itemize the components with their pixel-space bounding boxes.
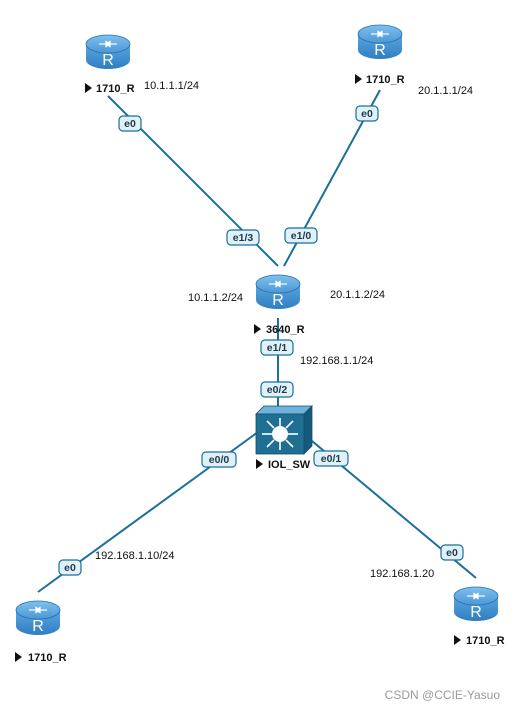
router-icon: R bbox=[85, 34, 131, 69]
router-bottom-right[interactable]: R bbox=[453, 586, 499, 621]
iface-switch-e0-2[interactable]: e0/2 bbox=[260, 381, 294, 398]
node-label-bottom-right[interactable]: 1710_R bbox=[454, 635, 505, 647]
router-icon: R bbox=[453, 586, 499, 621]
router-glyph: R bbox=[32, 618, 44, 635]
router-glyph: R bbox=[272, 292, 284, 309]
ip-top-left: 10.1.1.1/24 bbox=[144, 80, 199, 92]
play-icon bbox=[355, 74, 362, 84]
ip-bottom-left: 192.168.1.10/24 bbox=[95, 550, 175, 562]
node-name: 1710_R bbox=[366, 74, 405, 86]
switch-icon bbox=[255, 405, 313, 455]
node-name: IOL_SW bbox=[268, 459, 311, 471]
iface-label: e0/0 bbox=[209, 454, 230, 466]
iface-center-e1-1[interactable]: e1/1 bbox=[260, 339, 294, 356]
iface-label: e0 bbox=[446, 547, 458, 559]
iface-top-left-e0[interactable]: e0 bbox=[118, 115, 142, 132]
switch-iol[interactable] bbox=[255, 405, 313, 455]
ip-center-left: 10.1.1.2/24 bbox=[188, 292, 243, 304]
iface-label: e0/2 bbox=[267, 384, 288, 396]
links bbox=[37, 89, 477, 593]
play-icon bbox=[454, 635, 461, 645]
iface-top-right-e0[interactable]: e0 bbox=[355, 105, 379, 122]
ip-bottom-right: 192.168.1.20 bbox=[370, 568, 434, 580]
iface-label: e1/0 bbox=[291, 230, 312, 242]
router-icon: R bbox=[15, 600, 61, 635]
node-label-center[interactable]: 3640_R bbox=[254, 324, 305, 336]
router-icon: R bbox=[357, 24, 403, 59]
iface-label: e0/1 bbox=[321, 453, 342, 465]
router-glyph: R bbox=[374, 42, 386, 59]
node-label-top-right[interactable]: 1710_R bbox=[355, 74, 405, 86]
router-glyph: R bbox=[470, 604, 482, 621]
watermark: CSDN @CCIE-Yasuo bbox=[385, 688, 501, 702]
node-name: 1710_R bbox=[96, 83, 135, 95]
play-icon bbox=[85, 83, 92, 93]
router-icon: R bbox=[255, 274, 301, 309]
iface-switch-e0-1[interactable]: e0/1 bbox=[313, 450, 349, 467]
node-label-top-left[interactable]: 1710_R bbox=[85, 83, 135, 95]
iface-label: e0 bbox=[64, 562, 76, 574]
iface-label: e1/1 bbox=[267, 342, 288, 354]
iface-bottom-left-e0[interactable]: e0 bbox=[58, 559, 82, 576]
iface-label: e1/3 bbox=[233, 232, 254, 244]
iface-bottom-right-e0[interactable]: e0 bbox=[440, 544, 464, 561]
node-name: 1710_R bbox=[466, 635, 505, 647]
router-center[interactable]: R bbox=[255, 274, 301, 309]
ip-center-bottom: 192.168.1.1/24 bbox=[300, 355, 373, 367]
play-icon bbox=[15, 652, 22, 662]
router-bottom-left[interactable]: R bbox=[15, 600, 61, 635]
ip-top-right: 20.1.1.1/24 bbox=[418, 85, 473, 97]
router-glyph: R bbox=[102, 52, 114, 69]
router-top-right[interactable]: R bbox=[357, 24, 403, 59]
iface-label: e0 bbox=[124, 118, 136, 130]
node-label-switch[interactable]: IOL_SW bbox=[256, 459, 311, 471]
iface-switch-e0-0[interactable]: e0/0 bbox=[201, 451, 237, 468]
node-label-bottom-left[interactable]: 1710_R bbox=[15, 652, 67, 664]
play-icon bbox=[256, 459, 263, 469]
node-name: 1710_R bbox=[28, 652, 67, 664]
iface-center-e1-0[interactable]: e1/0 bbox=[284, 227, 318, 244]
router-top-left[interactable]: R bbox=[85, 34, 131, 69]
node-name: 3640_R bbox=[266, 324, 305, 336]
iface-center-e1-3[interactable]: e1/3 bbox=[226, 229, 260, 246]
ip-center-right: 20.1.1.2/24 bbox=[330, 289, 385, 301]
play-icon bbox=[254, 324, 261, 334]
iface-label: e0 bbox=[361, 108, 373, 120]
